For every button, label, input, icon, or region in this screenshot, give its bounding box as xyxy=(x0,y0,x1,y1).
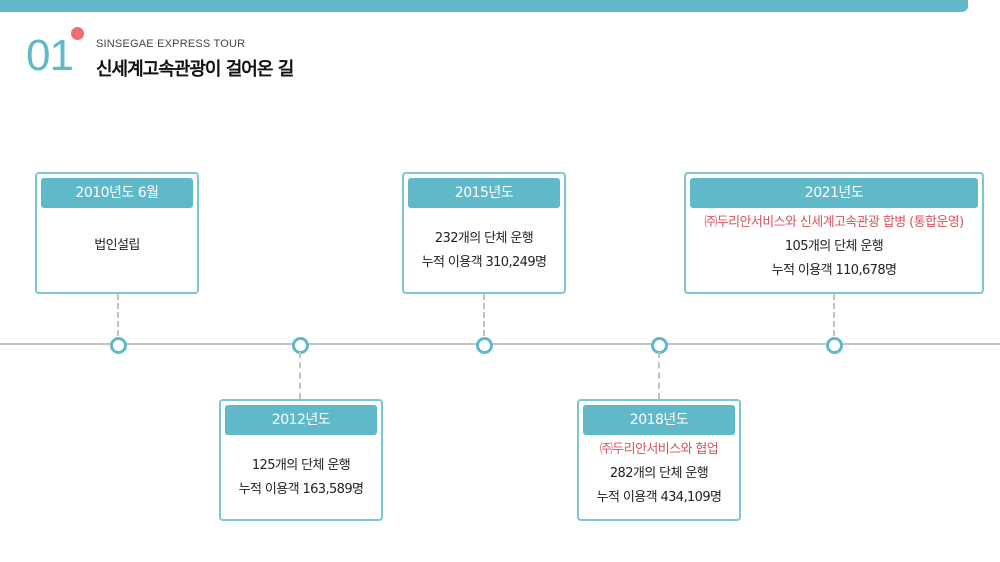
timeline-card-2015: 2015년도 232개의 단체 운행 누적 이용객 310,249명 xyxy=(402,172,566,294)
top-accent-bar xyxy=(0,0,968,12)
card-note: ㈜두리안서비스와 협업 xyxy=(599,442,719,457)
timeline-card-2021: 2021년도 ㈜두리안서비스와 신세계고속관광 합병 (통합운영) 105개의 … xyxy=(684,172,984,294)
card-year-label: 2015년도 xyxy=(408,178,560,208)
card-text-line: 누적 이용객 310,249명 xyxy=(421,255,547,270)
connector-2012 xyxy=(299,352,301,399)
timeline-axis xyxy=(0,343,1000,345)
card-text-line: 법인설립 xyxy=(94,238,140,253)
card-text-line: 누적 이용객 110,678명 xyxy=(771,263,897,278)
card-year-label: 2012년도 xyxy=(225,405,377,435)
connector-2015 xyxy=(483,294,485,336)
section-number: 01 xyxy=(26,31,74,80)
card-text-line: 누적 이용객 434,109명 xyxy=(596,490,722,505)
timeline-card-2018: 2018년도 ㈜두리안서비스와 협업 282개의 단체 운행 누적 이용객 43… xyxy=(577,399,741,521)
timeline-marker-2010 xyxy=(110,337,127,354)
card-text-line: 282개의 단체 운행 xyxy=(609,466,709,481)
timeline-card-2012: 2012년도 125개의 단체 운행 누적 이용객 163,589명 xyxy=(219,399,383,521)
page-subtitle: SINSEGAE EXPRESS TOUR xyxy=(96,38,246,50)
timeline-card-2010: 2010년도 6월 법인설립 xyxy=(35,172,199,294)
timeline-marker-2015 xyxy=(476,337,493,354)
card-text-line: 105개의 단체 운행 xyxy=(784,239,884,254)
connector-2010 xyxy=(117,294,119,336)
card-year-label: 2010년도 6월 xyxy=(41,178,193,208)
card-text-line: 누적 이용객 163,589명 xyxy=(238,482,364,497)
card-text-line: 125개의 단체 운행 xyxy=(251,458,351,473)
connector-2018 xyxy=(658,352,660,399)
connector-2021 xyxy=(833,294,835,336)
page-title: 신세계고속관광이 걸어온 길 xyxy=(96,59,294,80)
card-text-line: 232개의 단체 운행 xyxy=(434,231,534,246)
card-year-label: 2018년도 xyxy=(583,405,735,435)
timeline-marker-2021 xyxy=(826,337,843,354)
section-dot xyxy=(71,27,84,40)
card-year-label: 2021년도 xyxy=(690,178,978,208)
card-note: ㈜두리안서비스와 신세계고속관광 합병 (통합운영) xyxy=(704,215,964,230)
